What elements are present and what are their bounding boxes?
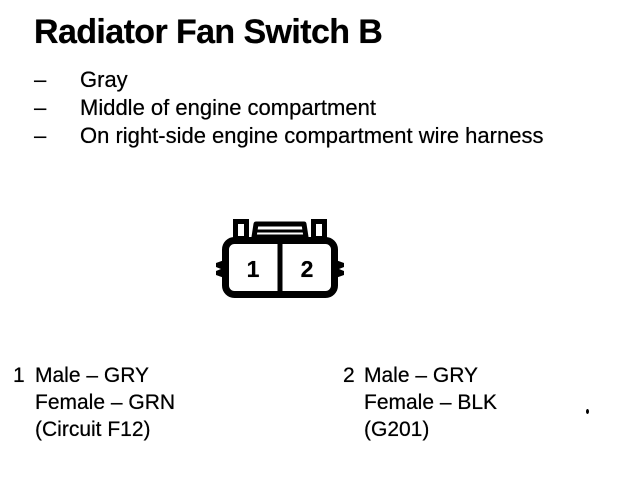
pin-1-cavity-label: 1 — [247, 256, 260, 282]
pin-1-legend: 1 Male – GRY Female – GRN (Circuit F12) — [13, 362, 175, 443]
pin-number: 2 — [343, 364, 355, 387]
pin-male-wire: Male – GRY — [35, 364, 149, 387]
connector-diagram: 1 2 — [216, 219, 344, 298]
pin-2-legend: 2 Male – GRY Female – BLK (G201) — [343, 362, 497, 443]
connector-tab-left-icon — [233, 219, 249, 241]
bullet-dash: – — [34, 123, 47, 148]
note-text: Middle of engine compartment — [80, 95, 376, 120]
location-notes: – Gray – Middle of engine compartment – On … — [34, 66, 543, 150]
connector-notch-left-icon — [216, 260, 223, 278]
pin-info: Male – GRY Female – BLK (G201) — [364, 362, 497, 443]
scan-artifact-dot — [586, 409, 589, 414]
pin-female-wire: Female – BLK — [364, 391, 498, 414]
note-line: – On right-side engine compartment wire h… — [34, 122, 543, 150]
connector-notch-right-icon — [337, 260, 344, 278]
pin-female-wire: Female – GRN — [35, 391, 176, 414]
connector-tab-right-icon — [311, 219, 327, 241]
pin-info: Male – GRY Female – GRN (Circuit F12) — [35, 362, 175, 443]
pin-circuit: (G201) — [364, 418, 430, 441]
page-title: Radiator Fan Switch B — [34, 13, 383, 51]
bullet-dash: – — [34, 95, 47, 120]
note-text: On right-side engine compartment wire ha… — [80, 123, 544, 148]
bullet-dash: – — [34, 67, 47, 92]
pin-2-cavity-label: 2 — [301, 256, 314, 282]
pin-circuit: (Circuit F12) — [35, 418, 151, 441]
pin-male-wire: Male – GRY — [364, 364, 478, 387]
note-line: – Gray — [34, 66, 543, 94]
pin-number: 1 — [13, 364, 25, 387]
note-text: Gray — [80, 67, 128, 92]
note-line: – Middle of engine compartment — [34, 94, 543, 122]
